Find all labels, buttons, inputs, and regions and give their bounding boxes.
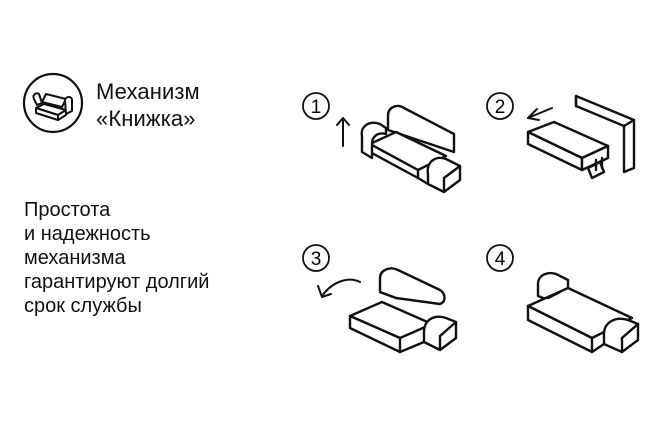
description: Простота и надежность механизма гарантир… bbox=[24, 198, 264, 318]
step-4: 4 bbox=[484, 240, 649, 355]
description-line: гарантируют долгий bbox=[24, 271, 210, 293]
step-3: 3 bbox=[300, 240, 465, 355]
step-number-4-icon: 4 bbox=[486, 244, 514, 272]
step-2: 2 bbox=[484, 88, 649, 198]
arrow-left-icon bbox=[527, 107, 553, 121]
description-line: срок службы bbox=[24, 295, 142, 317]
step-number-label: 3 bbox=[311, 249, 322, 270]
page-title: Механизм «Книжка» bbox=[96, 78, 200, 132]
sofa-book-icon bbox=[22, 72, 84, 134]
step-1: 1 bbox=[300, 88, 465, 198]
description-line: и надежность bbox=[24, 223, 151, 245]
step-number-label: 2 bbox=[495, 97, 506, 118]
sofa-illustration bbox=[526, 272, 640, 354]
title-line-2: «Книжка» bbox=[96, 106, 196, 131]
sofa-illustration bbox=[360, 104, 462, 194]
arrow-up-icon bbox=[336, 117, 350, 147]
step-number-1-icon: 1 bbox=[302, 92, 330, 120]
description-line: механизма bbox=[24, 247, 126, 269]
title-line-1: Механизм bbox=[96, 79, 200, 104]
description-line: Простота bbox=[24, 199, 111, 221]
sofa-illustration bbox=[526, 94, 636, 180]
step-number-2-icon: 2 bbox=[486, 92, 514, 120]
sofa-illustration bbox=[348, 267, 458, 354]
step-number-label: 1 bbox=[311, 97, 322, 118]
step-number-3-icon: 3 bbox=[302, 244, 330, 272]
header: Механизм «Книжка» bbox=[22, 70, 252, 140]
step-number-label: 4 bbox=[495, 249, 506, 270]
arrow-curved-icon bbox=[317, 278, 361, 298]
